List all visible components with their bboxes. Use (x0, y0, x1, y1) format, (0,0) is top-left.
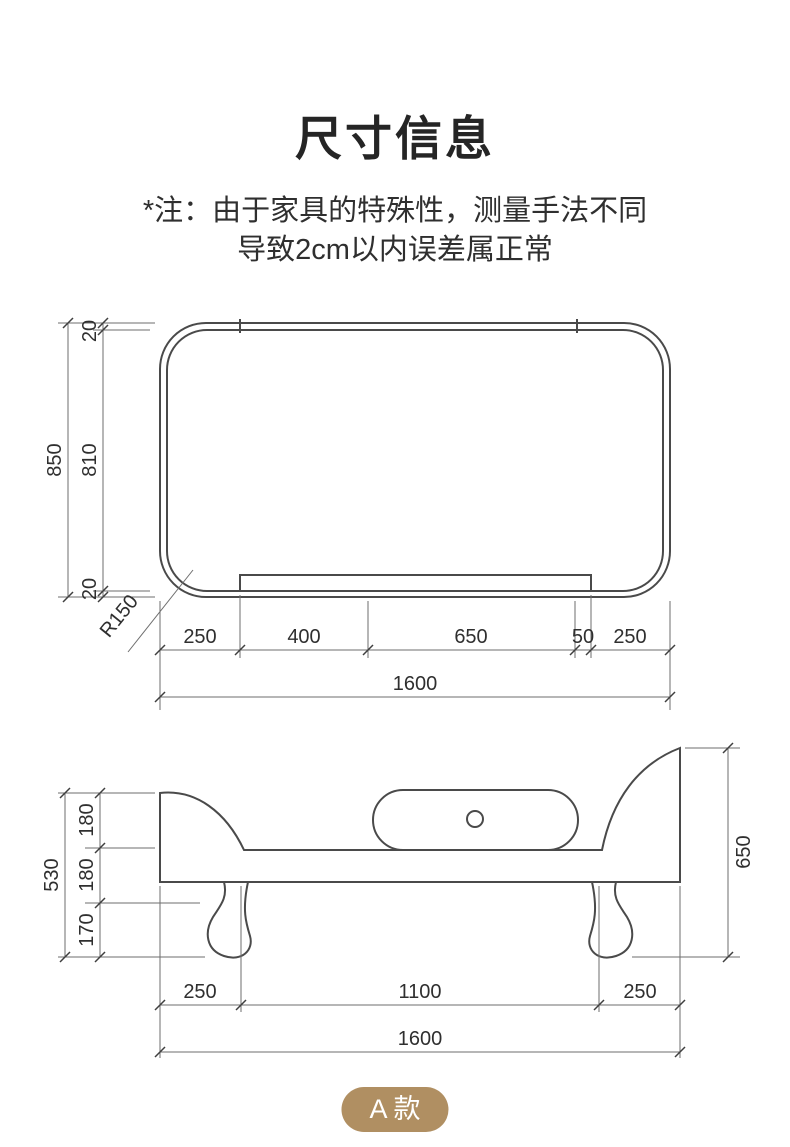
side-view-dimensions: 180 180 170 530 650 (41, 742, 755, 1058)
note-line-2: 导致2cm以内误差属正常 (237, 234, 553, 266)
side-left-seg-2-label: 180 (76, 858, 98, 891)
front-total-height-label: 850 (44, 443, 66, 476)
pill-hole (466, 810, 484, 828)
base-strip (239, 574, 592, 592)
page-title: 尺寸信息 (295, 112, 495, 165)
front-bottom-seg-3-label: 650 (454, 626, 487, 648)
side-total-width-label: 1600 (398, 1028, 443, 1050)
front-panel-outer (159, 322, 671, 598)
side-bottom-seg-1-label: 250 (183, 981, 216, 1003)
front-seg-mid-label: 810 (79, 443, 101, 476)
corner-radius-label: R150 (96, 591, 143, 642)
front-bottom-seg-4-label: 50 (572, 626, 594, 648)
side-view-outline (159, 746, 681, 959)
front-seg-bottom-label: 20 (79, 578, 101, 600)
front-total-width-label: 1600 (393, 673, 438, 695)
measurement-note: *注：由于家具的特殊性，测量手法不同 导致2cm以内误差属正常 (0, 192, 790, 270)
front-view-outline (159, 319, 671, 598)
side-right-total-label: 650 (733, 835, 755, 868)
front-view: 20 810 20 850 R150 (44, 317, 676, 710)
front-bottom-seg-1-label: 250 (183, 626, 216, 648)
side-left-seg-1-label: 180 (76, 803, 98, 836)
front-panel-inner (166, 329, 664, 592)
side-view: 180 180 170 530 650 (41, 742, 755, 1058)
side-profile (159, 746, 681, 883)
front-view-dimensions: 20 810 20 850 R150 (44, 317, 676, 710)
front-seg-top-label: 20 (79, 320, 101, 342)
side-left-total-label: 530 (41, 858, 63, 891)
front-bottom-seg-2-label: 400 (287, 626, 320, 648)
side-bottom-seg-2-label: 1100 (398, 981, 441, 1003)
front-bottom-seg-5-label: 250 (613, 626, 646, 648)
variant-badge: A 款 (341, 1087, 449, 1132)
front-leg (206, 881, 252, 959)
back-leg (588, 881, 634, 959)
top-rail-pill (372, 789, 579, 851)
side-bottom-seg-3-label: 250 (623, 981, 656, 1003)
note-line-1: *注：由于家具的特殊性，测量手法不同 (142, 195, 648, 227)
side-left-seg-3-label: 170 (76, 913, 98, 946)
